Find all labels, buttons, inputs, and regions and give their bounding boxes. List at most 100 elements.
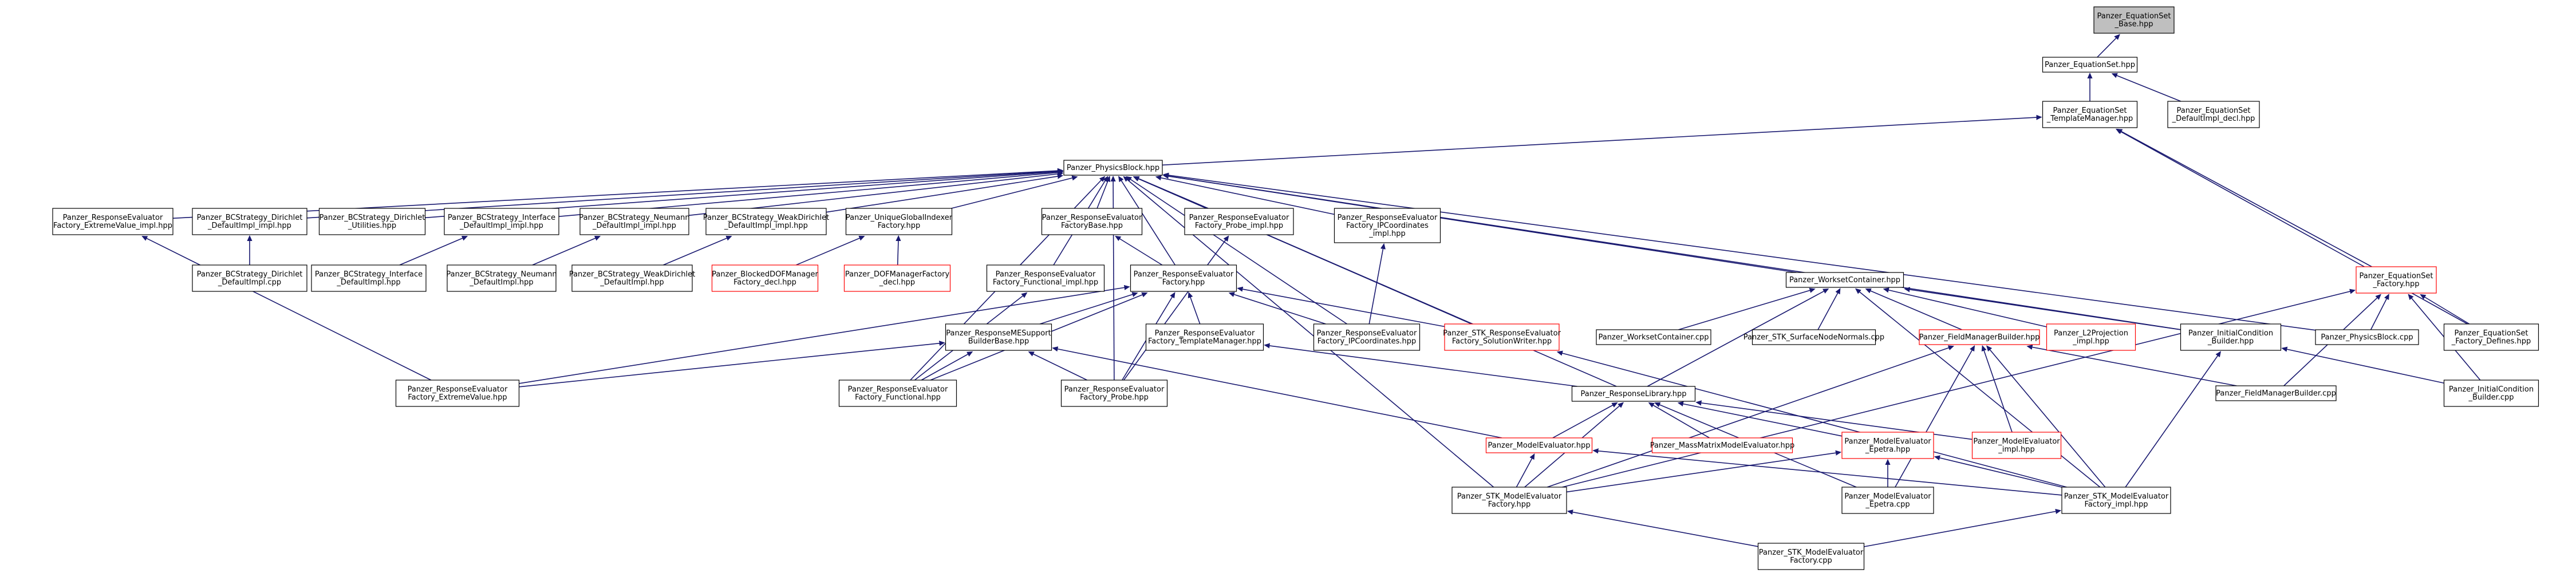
edge-n_eqsetdef-to-n_eqsetfac [2421,295,2470,325]
node-n_pb[interactable]: Panzer_PhysicsBlock.hpp [1063,160,1163,176]
node-box [1041,208,1143,235]
node-n_bcweakdef[interactable]: Panzer_BCStrategy_WeakDirichlet_DefaultI… [569,264,695,292]
node-n_stkrefsw[interactable]: Panzer_STK_ResponseEvaluatorFactory_Solu… [1443,323,1561,351]
edge-n_mmme-to-n_rlib [1650,403,1710,438]
node-n_meep[interactable]: Panzer_ModelEvaluator_Epetra.hpp [1841,432,1934,459]
node-box [1757,543,1865,570]
node-n_meepcpp[interactable]: Panzer_ModelEvaluator_Epetra.cpp [1841,487,1934,514]
node-n_tm[interactable]: Panzer_EquationSet_TemplateManager.hpp [2042,101,2138,128]
node-n_fmbcpp[interactable]: Panzer_FieldManagerBuilder.cpp [2215,385,2337,401]
edge-n_icb-to-n_pb [1164,175,2181,330]
node-n_stkmefimpl[interactable]: Panzer_STK_ModelEvaluatorFactory_impl.hp… [2061,487,2171,514]
node-n_bcdirutil[interactable]: Panzer_BCStrategy_Dirichlet_Utilities.hp… [318,208,426,235]
node-n_wsc[interactable]: Panzer_WorksetContainer.hpp [1785,272,1904,288]
node-n_refprobeimpl[interactable]: Panzer_ResponseEvaluatorFactory_Probe_im… [1184,208,1294,235]
node-n_refipc[interactable]: Panzer_ResponseEvaluatorFactory_IPCoordi… [1313,323,1421,351]
edge-n_eqset-to-n_base [2097,35,2120,58]
node-n_refprobe[interactable]: Panzer_ResponseEvaluatorFactory_Probe.hp… [1060,380,1168,407]
node-label: Panzer_BCStrategy_Interface [315,270,423,279]
node-n_fmb[interactable]: Panzer_FieldManagerBuilder.hpp [1919,329,2040,345]
edge-n_blocked-to-n_ugi [796,236,863,266]
node-label: Panzer_BCStrategy_Interface [448,214,555,222]
node-label: Panzer_ResponseEvaluator [1338,214,1438,222]
node-n_bcintdef[interactable]: Panzer_BCStrategy_Interface_DefaultImpl.… [311,264,427,292]
node-label: Panzer_ModelEvaluator [1844,492,1931,501]
node-label: _Factory.hpp [2372,280,2419,289]
node-n_dofmgr[interactable]: Panzer_DOFManagerFactory_decl.hpp [843,264,951,292]
edge-n_stkmefcpp-to-n_stkmef [1568,511,1758,547]
node-label: Factory_Probe_impl.hpp [1195,222,1283,230]
edge-n_meep-to-n_rlib [1679,403,1843,437]
edge-n_rlib-to-n_reftm [1265,345,1577,387]
node-n_mmme[interactable]: Panzer_MassMatrixModelEvaluator.hpp [1650,437,1795,453]
node-label: Panzer_PhysicsBlock.hpp [1067,164,1159,172]
node-label: _DefaultImpl_impl.hpp [207,222,291,230]
node-label: Factory_impl.hpp [2084,500,2148,509]
node-n_base[interactable]: Panzer_EquationSet_Base.hpp [2093,6,2175,34]
node-label: Factory_ExtremeValue.hpp [408,393,507,402]
node-n_stksnn[interactable]: Panzer_STK_SurfaceNodeNormals.cpp [1743,329,1884,345]
node-n_bcdir[interactable]: Panzer_BCStrategy_Dirichlet_DefaultImpl_… [192,208,307,235]
edge-n_reftm-to-n_ref [1189,293,1201,325]
node-n_bcneudef[interactable]: Panzer_BCStrategy_Neumann_DefaultImpl.hp… [446,264,557,292]
node-label: Panzer_BCStrategy_Dirichlet [319,214,425,222]
node-box [843,264,951,292]
node-n_refev[interactable]: Panzer_ResponseEvaluatorFactory_ExtremeV… [395,380,520,407]
node-n_meimpl[interactable]: Panzer_ModelEvaluator_impl.hpp [1971,432,2062,459]
node-box [1596,329,1711,345]
node-n_refipcimpl[interactable]: Panzer_ResponseEvaluatorFactory_IPCoordi… [1334,208,1441,243]
node-box [192,208,307,235]
edge-n_bcintdef-to-n_bcint [399,236,467,266]
node-n_bcweak[interactable]: Panzer_BCStrategy_WeakDirichlet_DefaultI… [703,208,829,235]
node-label: Panzer_BCStrategy_WeakDirichlet [569,270,695,279]
node-label: _Builder.hpp [2207,337,2254,346]
node-n_reffuncimpl[interactable]: Panzer_ResponseEvaluatorFactory_Function… [986,264,1105,292]
node-label: Panzer_WorksetContainer.hpp [1789,276,1900,284]
node-n_reffunc[interactable]: Panzer_ResponseEvaluatorFactory_Function… [838,380,957,407]
node-label: Panzer_BCStrategy_Dirichlet [197,214,303,222]
node-n_l2[interactable]: Panzer_L2Projection_impl.hpp [2046,323,2136,351]
edge-n_stkmefimpl-to-n_icb [2125,352,2220,488]
edge-n_refipc-to-n_refipcimpl [1368,244,1384,325]
node-n_revimpl[interactable]: Panzer_ResponseEvaluatorFactory_ExtremeV… [52,208,173,235]
node-n_iccpp[interactable]: Panzer_InitialCondition_Builder.cpp [2443,380,2539,407]
node-n_rlib[interactable]: Panzer_ResponseLibrary.hpp [1571,386,1696,402]
node-n_bcint[interactable]: Panzer_BCStrategy_Interface_DefaultImpl_… [444,208,559,235]
node-label: Panzer_WorksetContainer.cpp [1598,333,1709,342]
node-n_wsccpp[interactable]: Panzer_WorksetContainer.cpp [1596,329,1711,345]
edge-n_stkmefimpl-to-n_stkrefsw [1558,352,2067,488]
node-label: Panzer_STK_ModelEvaluator [1457,492,1562,501]
node-label: _DefaultImpl.hpp [599,278,664,287]
node-n_bcdircpp[interactable]: Panzer_BCStrategy_Dirichlet_DefaultImpl.… [192,264,307,292]
edge-n_pbcpp-to-n_eqsetfac [2370,295,2389,330]
edge-n_iccpp-to-n_icb [2283,348,2444,384]
node-n_eqsetfac[interactable]: Panzer_EquationSet_Factory.hpp [2356,266,2437,294]
node-n_bcneu[interactable]: Panzer_BCStrategy_Neumann_DefaultImpl_im… [579,208,690,235]
node-box [1785,272,1904,288]
node-n_defdecl[interactable]: Panzer_EquationSet_DefaultImpl_decl.hpp [2167,101,2260,128]
node-label: Panzer_ModelEvaluator [1844,437,1931,446]
node-label: Panzer_BCStrategy_Neumann [579,214,689,222]
node-n_pbcpp[interactable]: Panzer_PhysicsBlock.cpp [2315,329,2419,345]
node-label: _Utilities.hpp [348,222,396,230]
node-n_me[interactable]: Panzer_ModelEvaluator.hpp [1485,437,1593,453]
edge-n_refprobe-to-n_rmsbb [1029,352,1087,381]
node-n_reftm[interactable]: Panzer_ResponseEvaluatorFactory_Template… [1145,323,1264,351]
node-n_eqsetdef[interactable]: Panzer_EquationSet_Factory_Defines.hpp [2443,323,2539,351]
edge-n_meimpl-to-n_fmb [1983,346,2013,433]
node-box [1841,432,1934,459]
node-box [2180,323,2282,351]
node-box [1063,160,1163,176]
node-n_eqset[interactable]: Panzer_EquationSet.hpp [2042,57,2138,73]
node-n_icb[interactable]: Panzer_InitialCondition_Builder.hpp [2180,323,2282,351]
edge-n_fmbcpp-to-n_fmb [2028,346,2237,386]
node-box [2046,323,2136,351]
node-label: BuilderBase.hpp [968,337,1029,346]
